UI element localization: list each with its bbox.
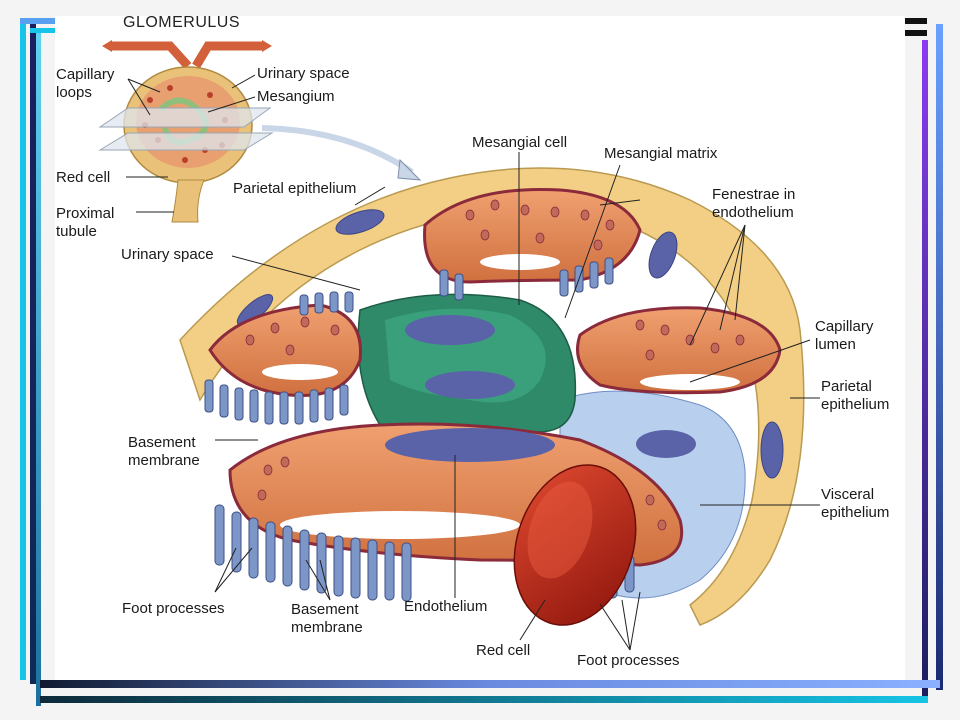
label-basement-membrane-bottom: Basement membrane: [291, 601, 363, 636]
label-inset-red-cell: Red cell: [56, 169, 111, 186]
frame-bar-bottom-navy: [40, 680, 940, 688]
diagram-title: GLOMERULUS: [123, 14, 241, 31]
label-inset-urinary-space: Urinary space: [257, 65, 350, 82]
capillary-loop-left: [208, 303, 362, 398]
proximal-tubule: [171, 179, 205, 223]
red-cell-highlight: [527, 481, 593, 579]
label-visceral-epithelium: Visceral epithelium: [821, 486, 890, 521]
frame-bar-left-inner: [36, 30, 41, 706]
label-foot-processes-left: Foot processes: [122, 600, 225, 617]
capillary-loop-right: [576, 306, 782, 395]
frame-bar-right-blue: [936, 24, 943, 690]
fenestrae: [245, 199, 745, 531]
label-urinary-space: Urinary space: [121, 246, 214, 263]
endothelial-nucleus: [385, 428, 555, 462]
frame-bar-top-right-2: [905, 30, 927, 36]
label-fenestrae: Fenestrae in endothelium: [712, 186, 796, 221]
label-mesangial-matrix: Mesangial matrix: [604, 145, 718, 162]
frame-bar-right-purple: [922, 40, 928, 696]
label-capillary-loops: Capillary loops: [56, 66, 115, 101]
label-proximal-tubule: Proximal tubule: [56, 205, 115, 240]
arrow-left-icon: [102, 40, 112, 52]
efferent-vessel: [192, 41, 262, 69]
leader-lines: [214, 152, 820, 651]
label-foot-processes-bottom: Foot processes: [577, 652, 680, 669]
frame-bar-left-navy: [30, 24, 36, 684]
mesangial-nucleus-2: [425, 371, 515, 399]
label-basement-membrane-left: Basement membrane: [128, 434, 200, 469]
visceral-nucleus: [636, 430, 696, 458]
label-parietal-epithelium-top: Parietal epithelium: [233, 180, 357, 197]
label-red-cell: Red cell: [476, 642, 531, 659]
section-plane-bottom: [98, 132, 274, 151]
arrow-right-icon: [262, 40, 272, 52]
zoom-arrow-head-icon: [397, 158, 422, 181]
inset-glomerulus: [98, 40, 422, 223]
frame-bar-top-right: [905, 18, 927, 24]
section-plane-top: [98, 107, 272, 128]
frame-bar-bottom-cyan: [40, 696, 928, 703]
frame-bar-left-cyan: [20, 18, 26, 680]
zoom-arrow: [261, 125, 414, 175]
label-mesangial-cell: Mesangial cell: [472, 134, 568, 151]
label-mesangium: Mesangium: [257, 88, 335, 105]
frame-bar-top-left: [20, 18, 56, 24]
main-section: [179, 152, 820, 651]
label-capillary-lumen: Capillary lumen: [815, 318, 874, 353]
frame-bar-top-left-2: [30, 28, 56, 33]
afferent-vessel: [110, 41, 192, 70]
label-parietal-epithelium-right: Parietal epithelium: [821, 378, 890, 413]
mesangial-nucleus-1: [405, 315, 495, 345]
label-endothelium: Endothelium: [404, 598, 488, 615]
